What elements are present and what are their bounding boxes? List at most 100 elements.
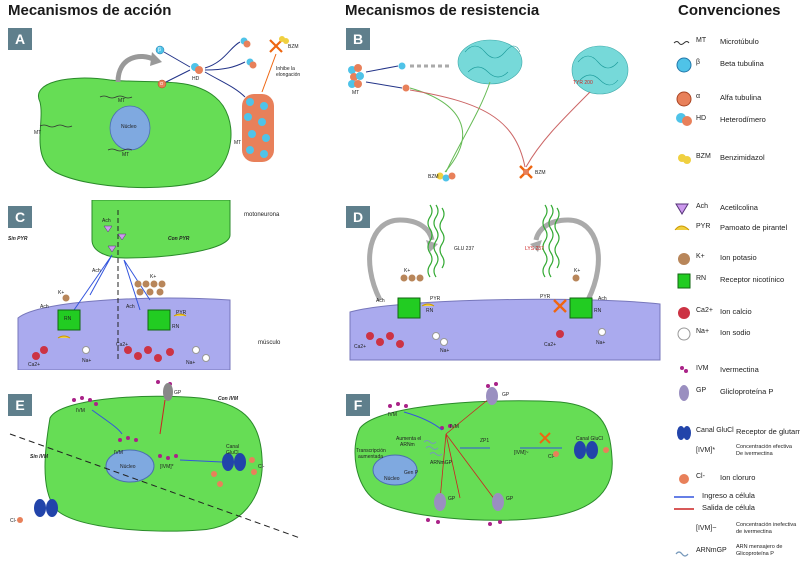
label-pyr-c: PYR: [176, 310, 187, 316]
helix-protein-2: [542, 204, 560, 278]
label-ca-c2: Ca2+: [116, 342, 129, 348]
label-nucleus: Núcleo: [121, 124, 137, 130]
receptor-left: [57, 309, 81, 331]
microtubule-polymer: [242, 94, 274, 162]
channel-e2: [34, 499, 58, 517]
label-gp-f1: GP: [502, 392, 510, 398]
label-hd: HD: [192, 76, 200, 82]
label-lys: LYS 237: [525, 246, 544, 252]
label-ach-d1: Ach: [376, 298, 385, 304]
legend-abbr: α: [696, 93, 701, 100]
label-gen: Gen P: [404, 470, 419, 476]
legend-text: Ion potasio: [720, 253, 757, 262]
label-bzm-b1: BZM: [428, 174, 439, 180]
legend-abbr: IVM: [696, 365, 709, 372]
label-ach-c3: Ach: [40, 304, 49, 310]
label-cl-e2: Cl-: [10, 518, 17, 524]
heterodimer-icon: [672, 112, 696, 130]
header-resistance: Mecanismos de resistencia: [345, 2, 540, 19]
panel-f: F IVM IVM GP GP GP ZP1 [IVM]~ Canal GluC…: [340, 378, 670, 548]
legend-abbr: Ca2+: [696, 307, 713, 314]
legend-abbr: HD: [696, 115, 707, 122]
legend-abbr: [IVM]*: [696, 447, 716, 454]
label-na-d1: Na+: [440, 348, 450, 354]
gp-f1: [486, 387, 498, 405]
legend-abbr: PYR: [696, 223, 711, 230]
label-k-c1: K+: [58, 290, 65, 296]
sodium-icon: [672, 325, 696, 343]
label-sin-pyr: Sin PYR: [8, 236, 28, 242]
label-ivm-f2: IVM: [450, 424, 459, 430]
label-mt2: MT: [34, 130, 42, 136]
label-artif2: ARNm: [400, 442, 415, 448]
channel-e1: [222, 453, 246, 471]
label-glu: GLU 237: [454, 246, 475, 252]
panel-e-diagram: [9, 380, 301, 539]
pyrantel-icon: [672, 220, 696, 238]
legend-abbr: Canal GluCl: [696, 427, 734, 434]
legend-abbr: GP: [696, 387, 707, 394]
legend-row-beta-tubulin: β Beta tubulina: [672, 56, 800, 74]
effective-conc-icon: [672, 444, 696, 462]
legend-text: Receptor nicotínico: [720, 275, 785, 284]
label-mt3: MT: [122, 152, 130, 158]
label-bzm-b2: BZM: [535, 170, 546, 176]
legend-row-sodium: Na+Ion sodio: [672, 325, 800, 343]
legend-abbr: RN: [696, 275, 707, 282]
legend-row-heterodimer: HD Heterodímero: [672, 112, 800, 130]
mrna-cluster: [423, 440, 443, 456]
panel-f-diagram: [354, 382, 613, 526]
legend-text: Receptor de glutamato: [736, 427, 800, 436]
label-rn-c1: RN: [64, 316, 72, 322]
calcium-icon: [672, 304, 696, 322]
legend-text: Heterodímero: [720, 115, 766, 124]
channel-f: [574, 441, 598, 459]
label-nucleus-f: Núcleo: [384, 476, 400, 482]
label-inhibit: Inhibe la elongación: [276, 66, 301, 78]
legend-row-ineffective-conc: [IVM]~Concentración inefectiva de iverme…: [672, 522, 800, 540]
panel-b-diagram: [348, 39, 629, 182]
alpha-tubulin-ball: [157, 79, 167, 89]
label-rn-d1: RN: [426, 308, 434, 314]
label-tyr: TYR 200: [573, 80, 593, 86]
label-ivm-e2: IVM: [114, 450, 123, 456]
panel-d-diagram: [349, 204, 661, 361]
nicotinic-receptor-icon: [672, 272, 696, 290]
label-artif: Aumenta el: [396, 436, 422, 442]
label-pyr-d2: PYR: [540, 294, 551, 300]
panel-d-badge: D: [346, 206, 370, 228]
label-cl-e1: Cl-: [258, 464, 265, 470]
label-ivm-f1: IVM: [388, 412, 397, 418]
legend-abbr: β: [696, 59, 701, 66]
panel-a: A Núcleo MT MT MT β α HD BZM Inhibe la e…: [0, 22, 340, 192]
muscle-membrane: [17, 297, 231, 370]
label-beta: β: [158, 47, 161, 53]
legend-abbr: [IVM]~: [696, 525, 717, 532]
chloride-icon: [672, 470, 696, 488]
label-ach-c2: Ach: [92, 268, 101, 274]
label-k-d2: K+: [574, 268, 581, 274]
gp-e: [163, 383, 173, 401]
label-rn-d2: RN: [594, 308, 602, 314]
panel-f-badge: F: [346, 394, 370, 416]
label-con-ivm: Con IVM: [218, 396, 238, 402]
legend-row-glycoprotein-p: GP Glicloproteína P: [672, 384, 800, 402]
legend-row-nicotinic-receptor: RN Receptor nicotínico: [672, 272, 800, 290]
legend-text: Beta tubulina: [720, 59, 764, 68]
receptor-right: [147, 309, 171, 331]
legend-abbr: ARNmGP: [696, 547, 727, 554]
label-mt-b: MT: [352, 90, 360, 96]
nucleus-f: [372, 454, 418, 486]
legend-row-ingress-arrow: Ingreso a célula: [672, 488, 800, 506]
label-na-d2: Na+: [596, 340, 606, 346]
legend-text: Glicloproteína P: [720, 387, 774, 396]
legend-row-effective-conc: [IVM]*Concentración efectiva De ivermect…: [672, 444, 800, 462]
label-ivm-star: [IVM]*: [160, 464, 174, 470]
legend-row-potassium: K+Ion potasio: [672, 250, 800, 268]
label-canal-e1: Canal: [226, 444, 240, 450]
